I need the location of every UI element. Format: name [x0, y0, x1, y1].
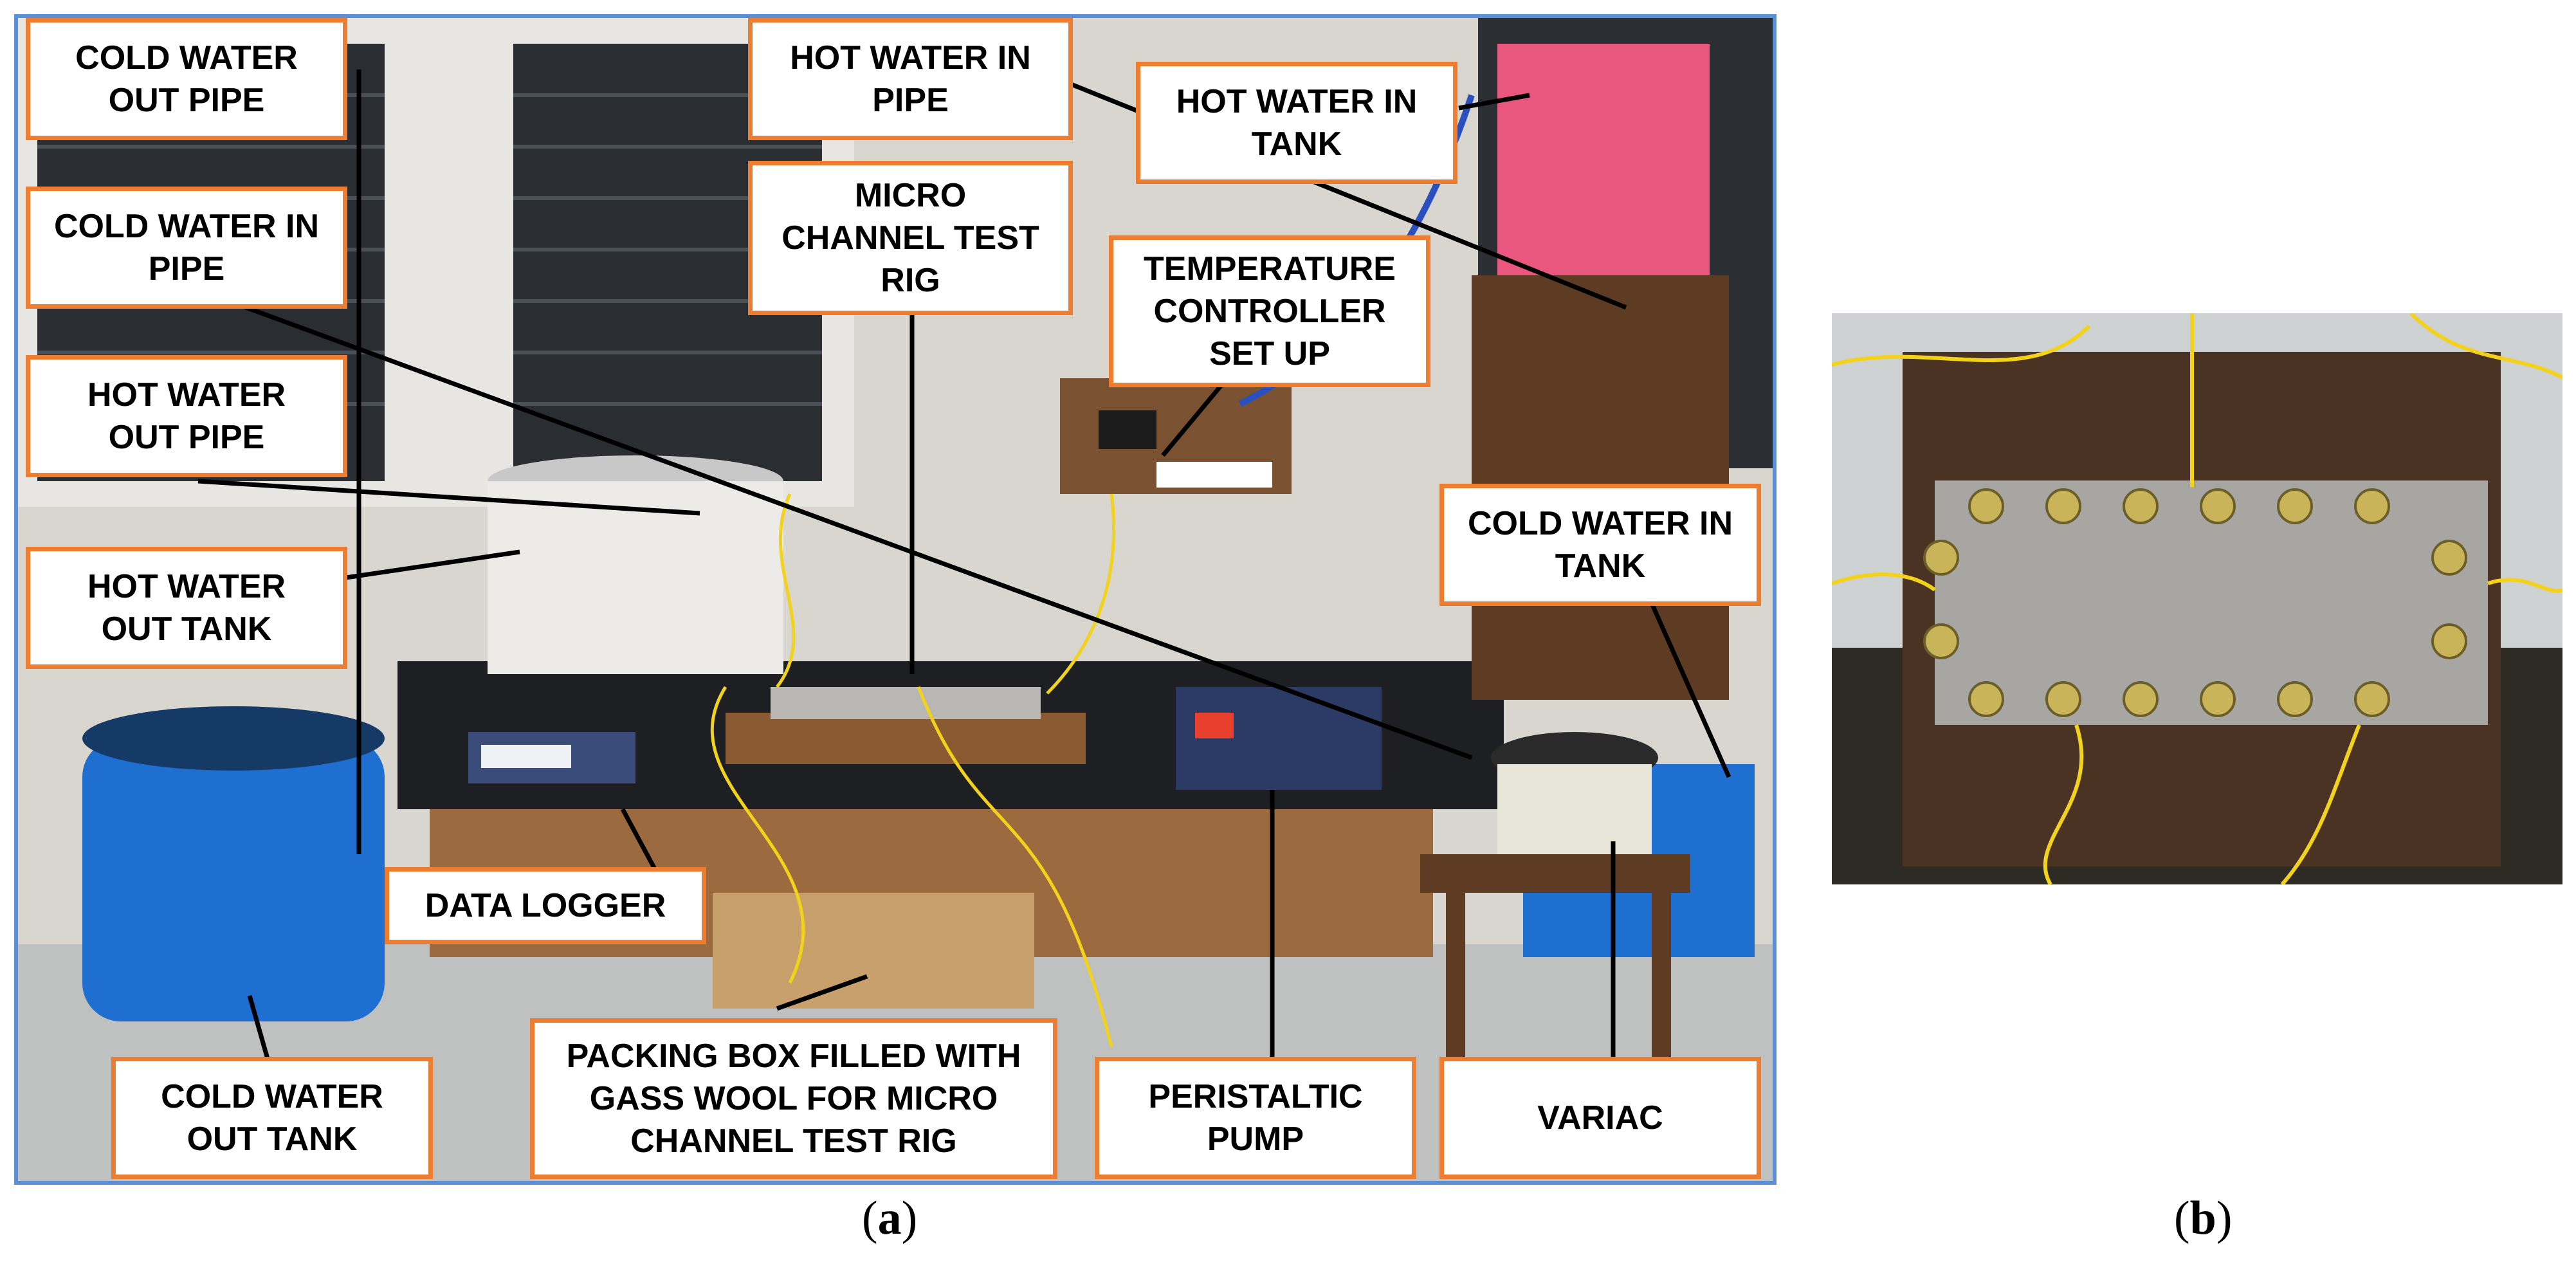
test-rig-photo-scene	[1832, 313, 2562, 884]
label-hot-water-out-tank: HOT WATER OUT TANK	[26, 547, 347, 669]
label-peristaltic-pump: PERISTALTIC PUMP	[1095, 1057, 1416, 1179]
caption-a: (a)	[862, 1192, 918, 1245]
bolts	[1923, 488, 2467, 717]
label-cold-water-in-pipe: COLD WATER IN PIPE	[26, 187, 347, 309]
leader-hot-water-in-tank	[1458, 93, 1530, 111]
label-cold-water-out-pipe: COLD WATER OUT PIPE	[26, 18, 347, 140]
label-hot-water-in-tank: HOT WATER IN TANK	[1136, 62, 1457, 184]
leader-hot-water-out-tank	[345, 549, 520, 580]
leader-cold-water-in-pipe	[210, 292, 1473, 760]
label-cold-water-in-tank: COLD WATER IN TANK	[1439, 484, 1761, 606]
leader-packing-box	[776, 974, 868, 1011]
label-hot-water-in-pipe: HOT WATER IN PIPE	[748, 18, 1073, 140]
leader-cold-water-in-tank	[1649, 602, 1731, 778]
caption-b: (b)	[2174, 1192, 2233, 1245]
label-data-logger: DATA LOGGER	[385, 867, 706, 944]
label-packing-box: PACKING BOX FILLED WITH GASS WOOL FOR MI…	[530, 1018, 1057, 1179]
label-hot-water-out-pipe: HOT WATER OUT PIPE	[26, 355, 347, 477]
test-rig-photo	[1832, 313, 2562, 884]
setup-photo: COLD WATER OUT PIPE HOT WATER IN PIPE HO…	[14, 14, 1777, 1185]
leader-temperature-controller	[1161, 376, 1229, 457]
label-cold-water-out-tank: COLD WATER OUT TANK	[111, 1057, 433, 1179]
leader-hot-water-out-pipe	[197, 479, 700, 516]
label-variac: VARIAC	[1439, 1057, 1761, 1179]
label-micro-channel-test-rig: MICRO CHANNEL TEST RIG	[748, 161, 1073, 315]
label-temperature-controller: TEMPERATURE CONTROLLER SET UP	[1109, 235, 1430, 387]
